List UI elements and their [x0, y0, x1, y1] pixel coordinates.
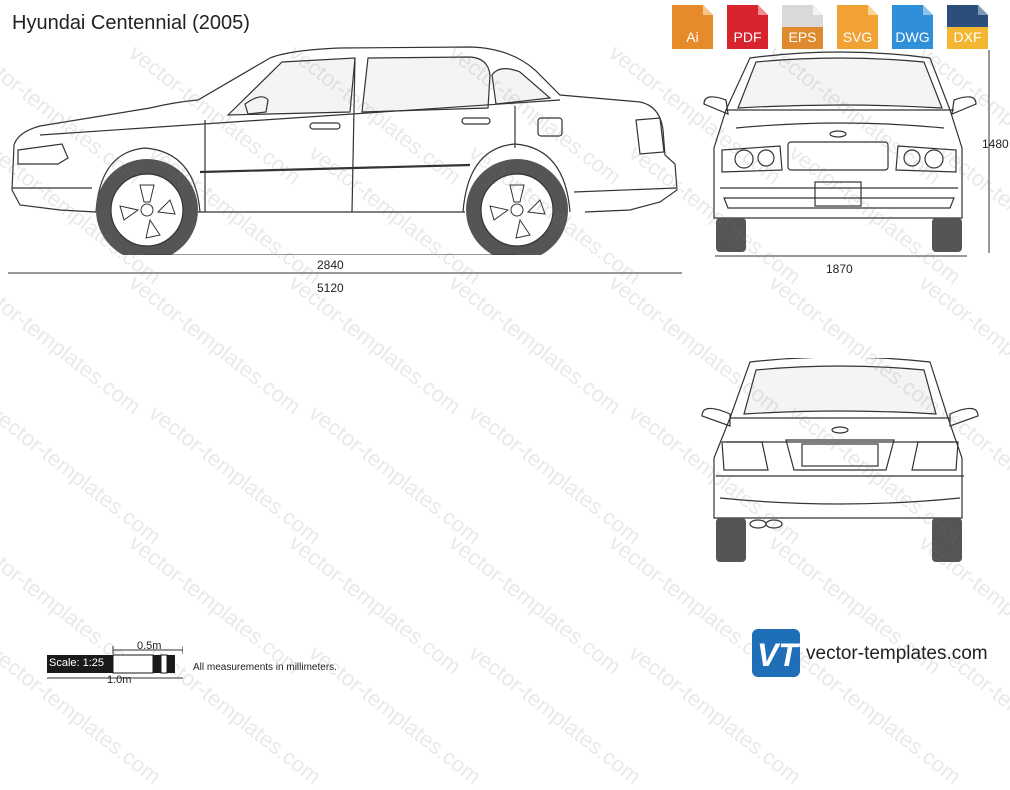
- svg-text:VT: VT: [757, 637, 800, 673]
- width-label: 1870: [826, 262, 853, 276]
- front-wheel: [96, 159, 198, 255]
- length-label: 5120: [317, 281, 344, 295]
- file-icon: [782, 5, 823, 49]
- badge-svg[interactable]: SVG: [833, 3, 882, 51]
- badge-dwg[interactable]: DWG: [888, 3, 937, 51]
- watermark-text: vector-templates.com: [284, 270, 466, 420]
- rear-left-tyre: [716, 518, 746, 562]
- wheelbase-label: 2840: [317, 258, 344, 272]
- scale-half-label: 0.5m: [137, 640, 162, 652]
- format-badges: Ai PDF EPS SVG DWG: [668, 3, 992, 51]
- vt-logo-icon: VT: [752, 629, 800, 677]
- file-icon: [947, 5, 988, 49]
- file-icon: [727, 5, 768, 49]
- badge-dxf[interactable]: DXF: [943, 3, 992, 51]
- watermark-text: vector-templates.com: [464, 640, 646, 790]
- scale-bar: Scale: 1:25 0.5m 1.0m: [43, 640, 183, 690]
- badge-pdf[interactable]: PDF: [723, 3, 772, 51]
- watermark-text: vector-templates.com: [0, 400, 166, 550]
- page-title: Hyundai Centennial (2005): [12, 12, 250, 34]
- measurement-note: All measurements in millimeters.: [193, 662, 337, 673]
- badge-label: PDF: [733, 29, 762, 45]
- front-left-tyre: [716, 218, 746, 252]
- badge-ai[interactable]: Ai: [668, 3, 717, 51]
- badge-label: SVG: [842, 29, 873, 45]
- rear-view-drawing: [701, 358, 979, 562]
- brand-text[interactable]: vector-templates.com: [806, 643, 988, 664]
- watermark-text: vector-templates.com: [284, 530, 466, 680]
- file-icon: [892, 5, 933, 49]
- watermark-text: vector-templates.com: [304, 400, 486, 550]
- height-label: 1480: [982, 137, 1009, 151]
- front-right-tyre: [932, 218, 962, 252]
- file-icon: [672, 5, 713, 49]
- scale-bar-graphic: [47, 646, 183, 679]
- side-view-drawing: [11, 46, 678, 255]
- front-view-drawing: [703, 51, 977, 252]
- watermark-text: vector-templates.com: [464, 400, 646, 550]
- rear-right-tyre: [932, 518, 962, 562]
- file-icon: [837, 5, 878, 49]
- rear-wheel: [466, 159, 568, 255]
- badge-label: Ai: [686, 29, 699, 45]
- scale-full-label: 1.0m: [107, 674, 132, 686]
- badge-eps[interactable]: EPS: [778, 3, 827, 51]
- brand-logo[interactable]: VT: [752, 629, 800, 677]
- badge-label: EPS: [788, 29, 817, 45]
- watermark-text: vector-templates.com: [444, 270, 626, 420]
- watermark-text: vector-templates.com: [444, 530, 626, 680]
- watermark-text: vector-templates.com: [0, 270, 146, 420]
- watermark-text: vector-templates.com: [124, 270, 306, 420]
- front-dim-lines: [715, 50, 990, 257]
- badge-label: DXF: [953, 29, 982, 45]
- scale-label: Scale: 1:25: [49, 657, 105, 669]
- length-dim-line: [8, 272, 682, 274]
- watermark-text: vector-templates.com: [144, 400, 326, 550]
- badge-label: DWG: [895, 29, 930, 45]
